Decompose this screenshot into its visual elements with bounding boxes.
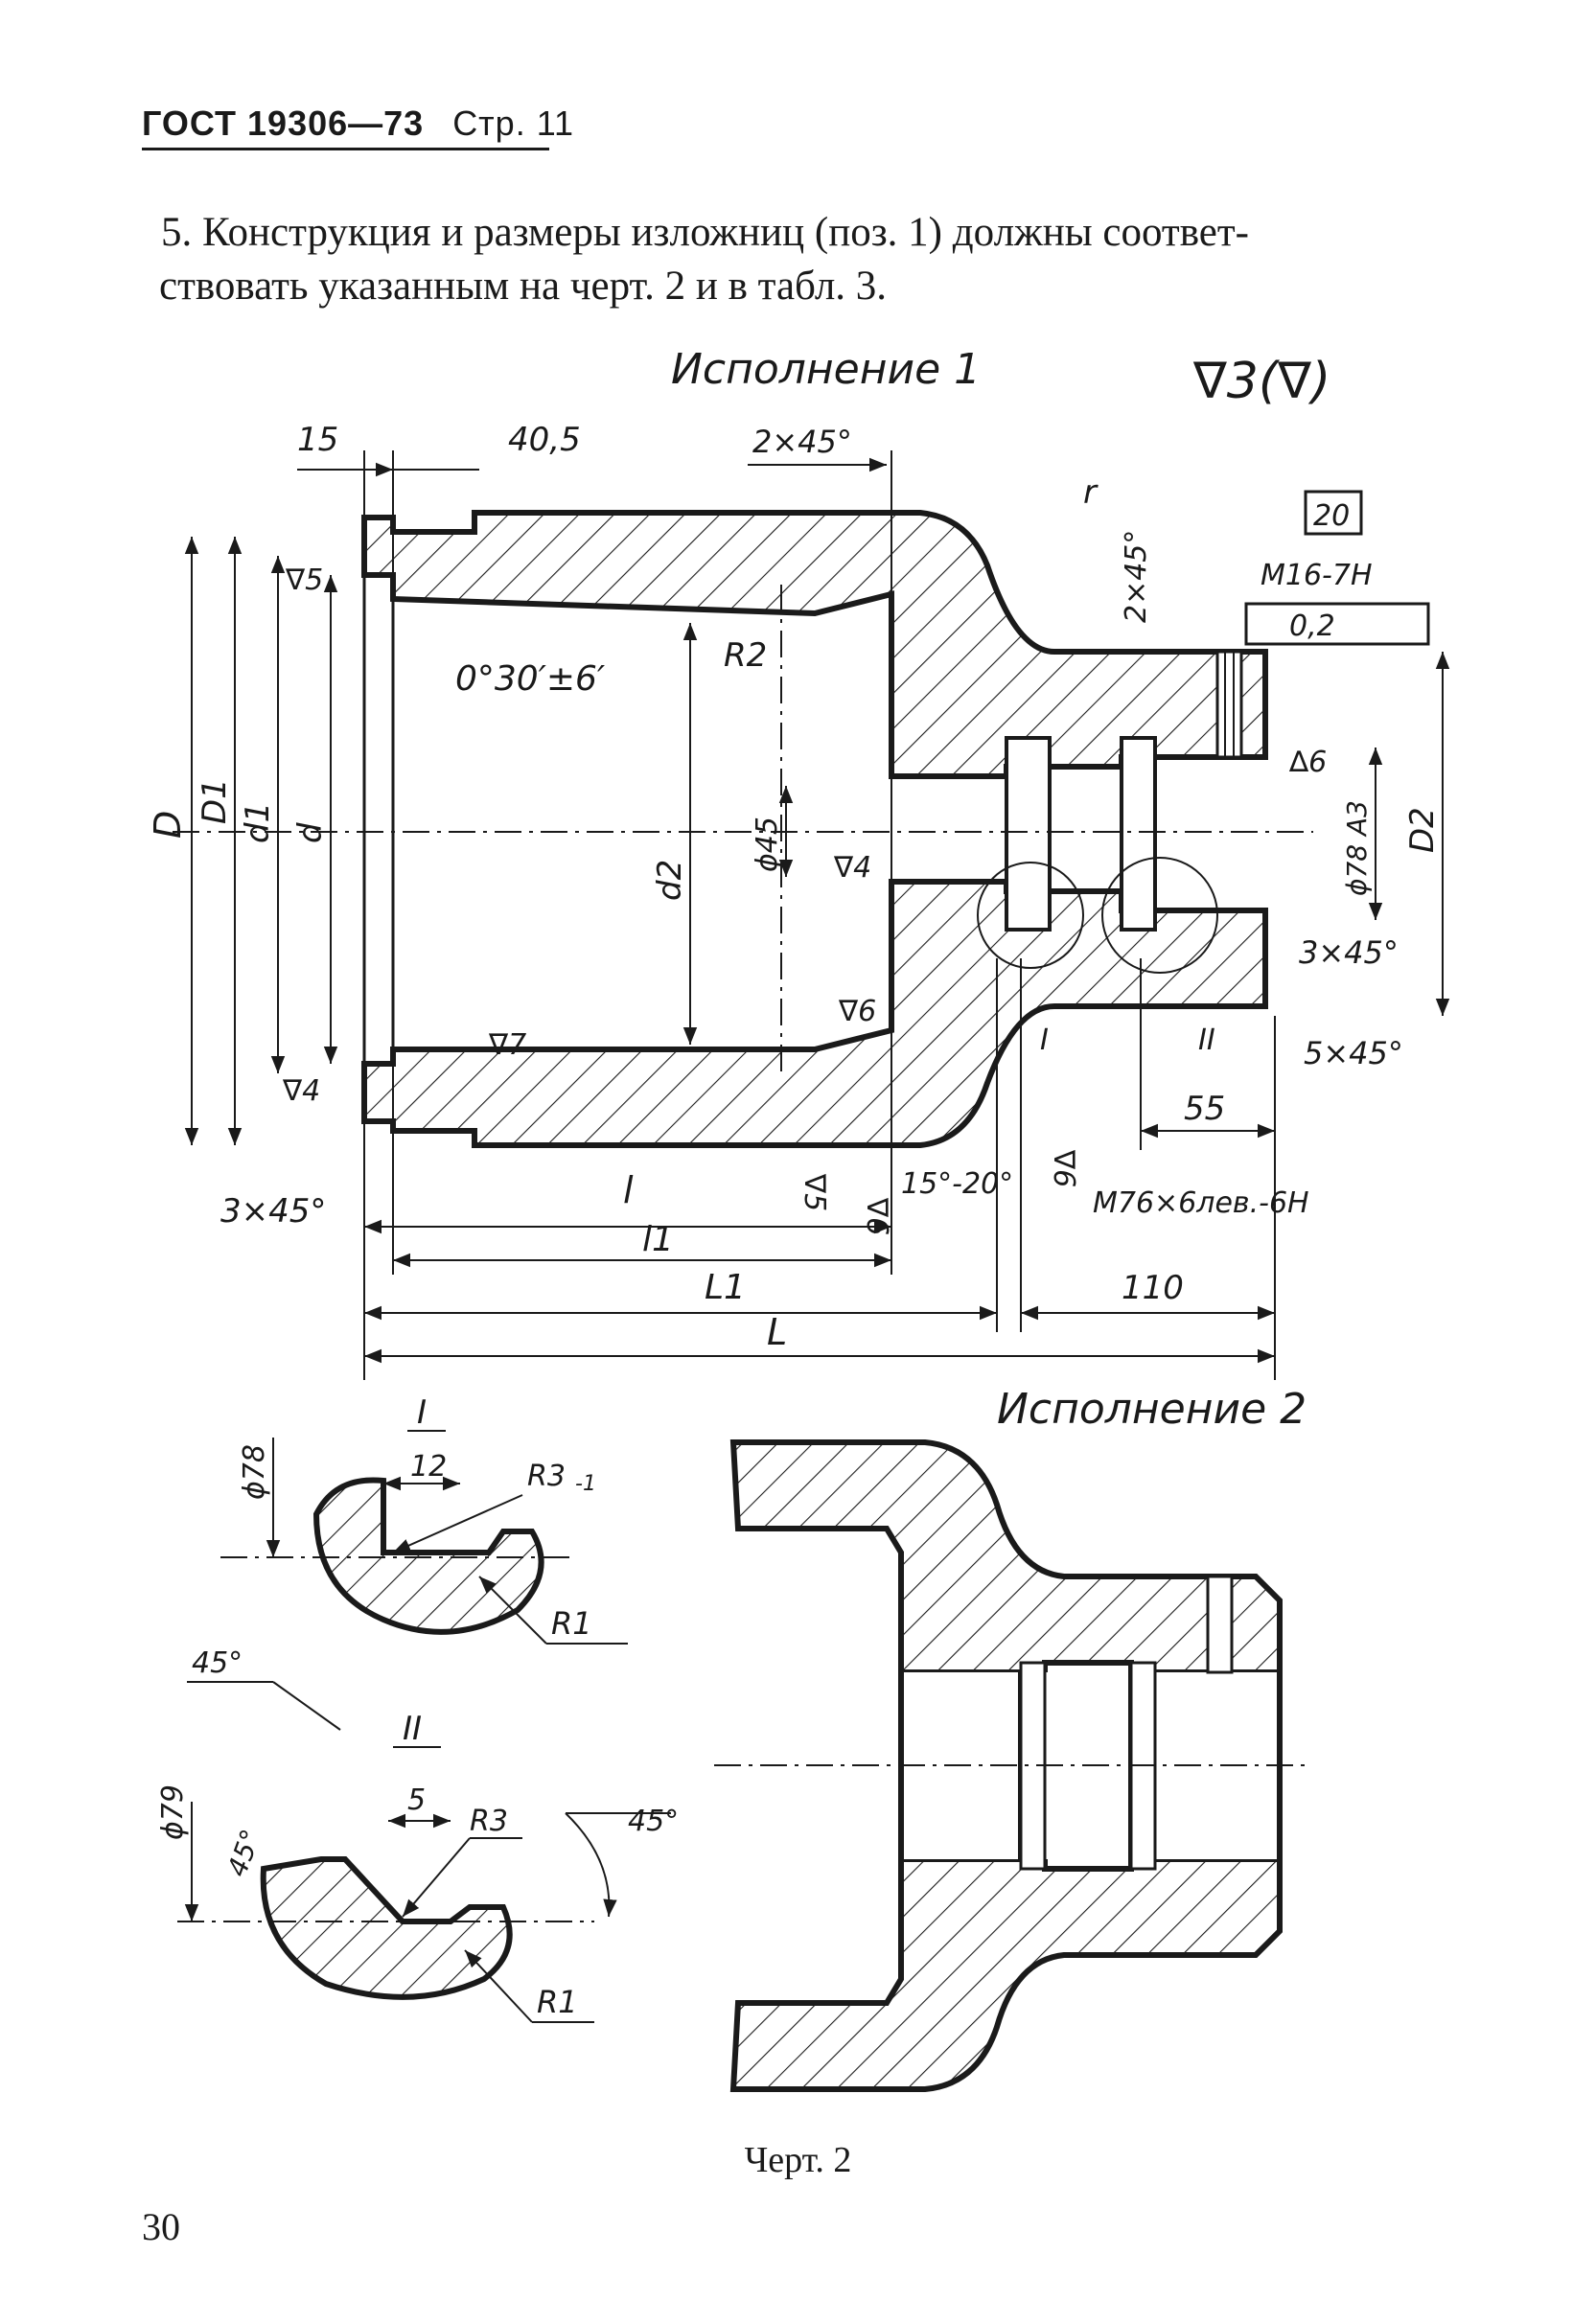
- paragraph-line-1: 5. Конструкция и размеры изложниц (поз. …: [161, 210, 1249, 255]
- roughness-5: ∇5: [285, 564, 323, 597]
- detail-1-angle: 45°: [192, 1646, 243, 1680]
- dim-m16-thread: M16-7H: [1261, 559, 1373, 592]
- roughness-4b: ∇4: [282, 1074, 320, 1108]
- view-1-title: Исполнение 1: [671, 345, 981, 394]
- dim-l: l: [623, 1169, 634, 1211]
- dim-phi45: ϕ45: [751, 817, 784, 872]
- detail-2-angle-right: 45°: [628, 1805, 679, 1838]
- roughness-4a: ∇4: [833, 851, 871, 885]
- dim-chamfer-top: 2×45°: [752, 424, 852, 460]
- roughness-6b: ∇6: [838, 995, 876, 1028]
- dim-angle-15-20: 15°-20°: [901, 1167, 1013, 1201]
- groove-2: [1120, 736, 1157, 932]
- view-2-title: Исполнение 2: [997, 1385, 1307, 1434]
- dim-d2: d2: [651, 860, 689, 901]
- roughness-5b: ∇5: [798, 1173, 831, 1211]
- dim-m76-thread: M76×6лев.-6Н: [1093, 1186, 1309, 1220]
- view-2-lower-section: [729, 1856, 1283, 2092]
- dim-110: 110: [1122, 1269, 1184, 1307]
- detail-2-r3: R3: [470, 1805, 508, 1838]
- page-number: 30: [142, 2205, 180, 2248]
- general-roughness: ∇3(∇): [1192, 353, 1330, 410]
- detail-1-section: [312, 1477, 544, 1635]
- dim-position-tolerance: 0,2: [1289, 610, 1335, 643]
- dim-chamfer-vertical: 2×45°: [1120, 530, 1153, 623]
- dim-angle: 0°30′±6′: [455, 659, 605, 699]
- dim-55: 55: [1184, 1090, 1225, 1128]
- detail-1-phi: ϕ78: [238, 1444, 271, 1500]
- detail-2: II ϕ79 5 R3 45° 45° R1: [156, 1710, 679, 2023]
- body-paragraph: 5. Конструкция и размеры изложниц (поз. …: [159, 206, 1484, 313]
- dim-d: d: [291, 822, 330, 843]
- detail-ref-1: I: [1040, 1024, 1049, 1057]
- detail-circle-2: [1101, 857, 1218, 974]
- dim-chamfer-3x45-left: 3×45°: [220, 1192, 326, 1231]
- detail-2-section: [260, 1856, 513, 2000]
- detail-1-r1: R1: [551, 1605, 592, 1642]
- detail-ref-2: II: [1198, 1024, 1215, 1057]
- detail-1-width: 12: [410, 1450, 447, 1484]
- view-1: Исполнение 1 ∇3(∇): [147, 345, 1450, 1380]
- detail-1-r3: R3: [527, 1460, 566, 1493]
- threaded-hole: [1215, 650, 1243, 759]
- view-2-threaded-hole: [1206, 1575, 1234, 1674]
- dim-chamfer-3x45-right: 3×45°: [1299, 934, 1399, 971]
- view-2: Исполнение 2: [714, 1385, 1308, 2092]
- roughness-7: ∇7: [488, 1028, 526, 1062]
- dim-phi78: ϕ78 A3: [1341, 800, 1373, 896]
- roughness-6a: ∆6: [1288, 746, 1327, 779]
- page-header: ГОСТ 19306—73 Стр. 11: [142, 104, 574, 144]
- page-ref: Стр. 11: [452, 104, 575, 143]
- dim-radius-r: r: [1083, 473, 1099, 512]
- view-2-upper-section: [729, 1439, 1283, 1675]
- roughness-6d: ∇6: [1047, 1149, 1080, 1187]
- detail-2-angle-left: 45°: [221, 1825, 267, 1880]
- dim-chamfer-5x45: 5×45°: [1304, 1035, 1403, 1071]
- dim-l1: l1: [642, 1220, 674, 1259]
- standard-number: ГОСТ 19306—73: [142, 104, 425, 143]
- dim-D2: D2: [1403, 807, 1442, 853]
- dim-D: D: [147, 811, 189, 839]
- detail-2-phi: ϕ79: [156, 1784, 190, 1840]
- dim-d1: d1: [239, 802, 277, 843]
- dim-15: 15: [297, 421, 338, 459]
- header-rule: [142, 148, 549, 150]
- detail-circle-1: [977, 862, 1084, 969]
- detail-1-r3-note: -1: [575, 1472, 596, 1496]
- detail-1: I ϕ78 12 R3 -1 R1 45°: [187, 1393, 628, 1731]
- dim-r2: R2: [724, 636, 767, 675]
- detail-1-title: I: [417, 1393, 427, 1432]
- detail-2-r1: R1: [537, 1984, 578, 2020]
- detail-2-width: 5: [407, 1783, 426, 1817]
- dim-40-5: 40,5: [508, 421, 581, 459]
- figure-caption: Черт. 2: [744, 2140, 852, 2180]
- detail-2-title: II: [403, 1710, 422, 1748]
- dim-box-20: 20: [1313, 499, 1350, 533]
- dim-L: L: [767, 1311, 787, 1353]
- roughness-6c: ∇6: [860, 1197, 893, 1235]
- dim-D1: D1: [196, 778, 234, 824]
- paragraph-line-2: ствовать указанным на черт. 2 и в табл. …: [159, 264, 888, 309]
- groove-1: [1005, 736, 1052, 932]
- dim-L1: L1: [705, 1268, 746, 1307]
